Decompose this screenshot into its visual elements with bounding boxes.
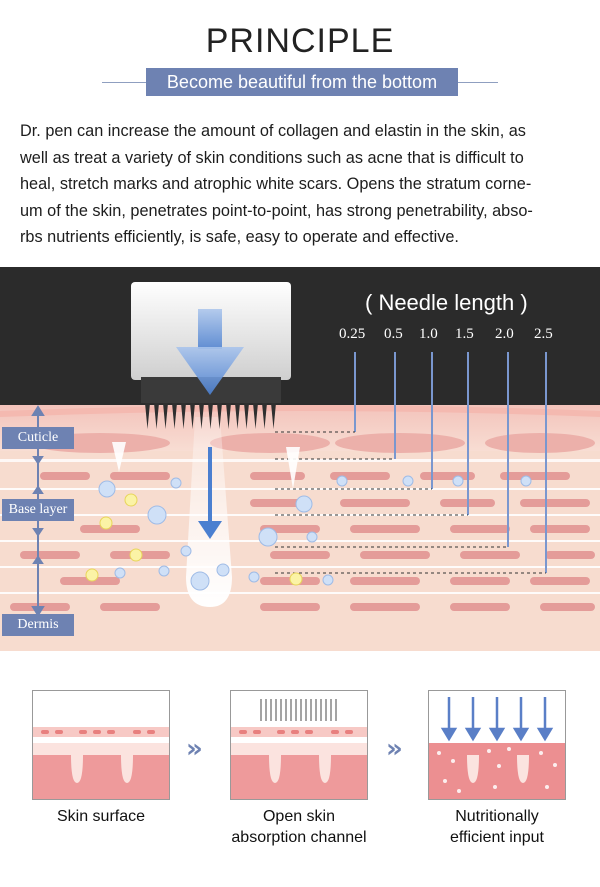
droplet [85,568,99,582]
absorption-arrow [286,447,300,489]
depth-markers [275,431,546,574]
cell [20,551,80,559]
bubble [306,531,318,543]
subtitle-rule-left [102,82,148,83]
caption-line: Nutritionally [455,808,539,825]
cell [100,603,160,611]
cell [260,603,320,611]
caption-line: Open skin [262,808,336,825]
cuticle-cell [335,433,465,453]
subtitle-rule-right [456,82,498,83]
bubble [452,475,464,487]
layer-divider [0,459,600,462]
channel-arrowhead [198,521,222,539]
droplet [99,516,113,530]
cell [80,525,140,533]
description-line: well as treat a variety of skin conditio… [20,148,524,167]
caption-line: efficient input [450,829,544,846]
cell [250,472,305,480]
caption-line: absorption channel [231,829,367,846]
step-panel-open-channel [230,690,368,800]
cell [40,472,90,480]
cell [350,525,420,533]
needle-length-05: 0.5 [384,326,403,342]
cell [350,577,420,585]
step-panel-skin-surface [32,690,170,800]
needle-length-025: 0.25 [339,326,366,342]
bubble [190,571,210,591]
cell [340,499,410,507]
caption-open-channel: Open skin absorption channel [220,806,378,848]
cuticle-cell [210,433,330,453]
pen-needles [145,403,276,429]
bubble [114,567,126,579]
cell [450,603,510,611]
droplet [124,493,138,507]
cell [270,551,330,559]
chevron-right-icon: » [186,734,203,764]
bubble [98,480,116,498]
bubble [170,477,182,489]
cuticle-cell [485,433,595,453]
page-subtitle: Become beautiful from the bottom [146,68,458,96]
needle-length-25: 2.5 [534,326,553,342]
cell [530,577,590,585]
caption-line: Skin surface [56,808,146,825]
needle-length-20: 2.0 [495,326,514,342]
needle-length-10: 1.0 [419,326,438,342]
bubble [336,475,348,487]
cell [350,603,420,611]
bubble [147,505,167,525]
droplet [129,548,143,562]
cell [540,603,595,611]
step-panel-nutrient-input [428,690,566,800]
pen-arrow-shaft [198,309,222,349]
bubble [402,475,414,487]
bubble [322,574,334,586]
needle-length-title: ( Needle length ) [365,290,528,315]
cell [520,499,590,507]
bubble [216,563,230,577]
nutrient-droplets [85,493,303,586]
caption-skin-surface: Skin surface [32,806,170,827]
bubble [520,475,532,487]
cell [545,551,595,559]
cell [460,551,520,559]
cell [450,577,510,585]
needle-lines [354,352,547,573]
input-arrows [440,697,554,742]
needle-length-15: 1.5 [455,326,474,342]
description-line: rbs nutrients efficiently, is safe, easy… [20,228,459,246]
cuticle-label: Cuticle [2,427,74,449]
caption-nutrient-input: Nutritionally efficient input [420,806,574,848]
needle-array [260,699,337,721]
cell [110,472,170,480]
bubble [295,495,313,513]
cell [360,551,430,559]
description-line: heal, stretch marks and atrophic white s… [20,175,532,193]
description-line: Dr. pen can increase the amount of colla… [20,122,526,140]
chevron-right-icon: » [386,734,403,764]
dermis-label: Dermis [2,614,74,636]
cell [500,472,570,480]
cell [420,472,475,480]
skin-diagram [0,267,600,651]
base-layer-label: Base layer [2,499,74,521]
dark-background [0,267,600,407]
description-line: um of the skin, penetrates point-to-poin… [20,201,533,220]
bubble [158,565,170,577]
cell [450,525,510,533]
droplet [289,572,303,586]
description-text: Dr. pen can increase the amount of colla… [20,118,586,251]
absorption-arrow [112,442,126,472]
cell [530,525,590,533]
skin-surface-edge [0,405,600,417]
pen-arrow-head [176,347,244,395]
cell [250,499,310,507]
bubble [258,527,278,547]
page-title: PRINCIPLE [205,22,395,60]
bubble [180,545,192,557]
nutrient-bubbles [98,475,532,591]
bubble [248,571,260,583]
